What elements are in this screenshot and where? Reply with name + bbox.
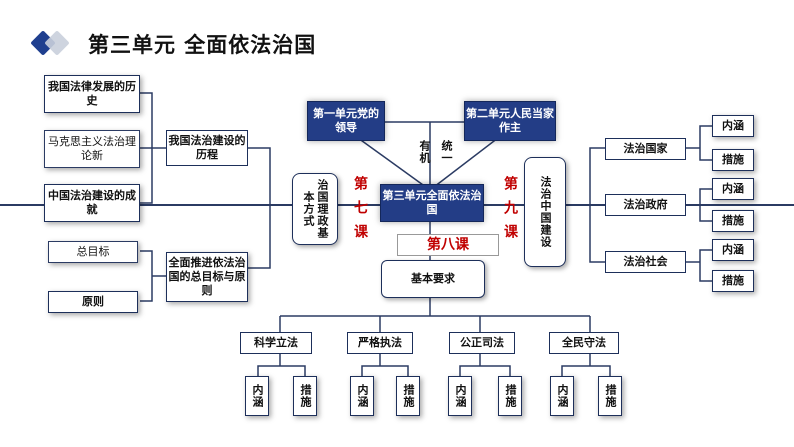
goal-item-2: 原则	[48, 291, 138, 313]
history-item-3: 中国法治建设的成就	[44, 184, 140, 222]
lesson8-frame: 第八课	[397, 234, 499, 256]
tongyi-text: 统一	[440, 140, 453, 164]
bottom-sub-2b: 措施	[396, 376, 420, 416]
right-item-1: 法治国家	[605, 138, 686, 160]
bottom-sub-3b: 措施	[498, 376, 522, 416]
unit3-box: 第三单元全面依法治国	[380, 184, 484, 222]
right-sub-1a: 内涵	[712, 115, 754, 137]
history-item-2: 马克思主义法治理论新	[44, 130, 140, 168]
history-label: 我国法治建设的历程	[166, 130, 248, 166]
right-sub-3a: 内涵	[712, 239, 754, 261]
bottom-item-4: 全民守法	[549, 332, 619, 354]
right-sub-3b: 措施	[712, 270, 754, 292]
youji-text: 有机	[418, 140, 431, 164]
right-item-3: 法治社会	[605, 251, 686, 273]
lesson9-label: 第九课	[502, 176, 518, 248]
bottom-item-3: 公正司法	[449, 332, 515, 354]
title-bar: 第三单元 全面依法治国	[30, 26, 316, 62]
bottom-item-1: 科学立法	[240, 332, 312, 354]
right-sub-2b: 措施	[712, 210, 754, 232]
goal-label: 全面推进依法治国的总目标与原则	[166, 252, 248, 302]
unit1-box: 第一单元党的领导	[307, 101, 385, 141]
bottom-sub-1b: 措施	[293, 376, 317, 416]
bottom-sub-2a: 内涵	[350, 376, 374, 416]
right-sub-2a: 内涵	[712, 178, 754, 200]
unit2-box: 第二单元人民当家作主	[464, 101, 556, 141]
goal-item-1: 总目标	[48, 241, 138, 263]
bottom-sub-4b: 措施	[598, 376, 622, 416]
history-item-1: 我国法律发展的历史	[44, 75, 140, 113]
bottom-sub-1a: 内涵	[245, 376, 269, 416]
bottom-item-2: 严格执法	[347, 332, 413, 354]
lesson7-box: 治国理政基本方式	[292, 173, 338, 245]
page-title: 第三单元 全面依法治国	[88, 33, 317, 57]
bottom-sub-4a: 内涵	[550, 376, 574, 416]
lesson7-label: 第七课	[352, 176, 368, 248]
right-item-2: 法治政府	[605, 194, 686, 216]
right-sub-1b: 措施	[712, 149, 754, 171]
lesson9-box: 法治中国建设	[524, 157, 566, 267]
basic-requirements-box: 基本要求	[381, 260, 485, 298]
bottom-sub-3a: 内涵	[448, 376, 472, 416]
lesson8-label: 第八课	[427, 237, 469, 253]
